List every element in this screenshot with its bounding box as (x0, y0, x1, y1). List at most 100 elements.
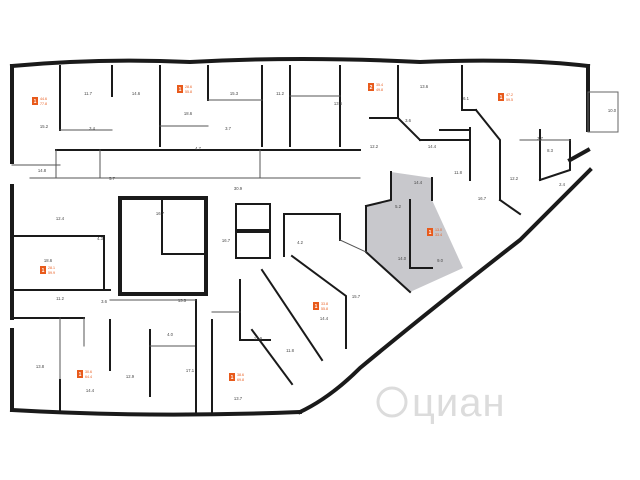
apartment-badges: 1 44.6 77.8 1 28.6 55.8 2 35.4 49.8 1 47… (32, 83, 513, 382)
room-area-label: 4.7 (195, 146, 201, 151)
badge-area-total: 33.4 (435, 233, 442, 237)
apartment-badge[interactable]: 1 28.6 55.8 (177, 85, 192, 94)
badge-rooms: 1 (231, 375, 234, 381)
badge-area-living: 47.2 (506, 93, 513, 97)
badge-marker (229, 373, 235, 381)
room-area-label: 15.7 (352, 294, 361, 299)
interior-walls (11, 65, 571, 413)
room-area-label: 3.6 (101, 299, 107, 304)
room-area-label: 14.4 (86, 388, 95, 393)
watermark-brand: циан (412, 381, 506, 425)
badge-marker (368, 83, 374, 91)
badge-rooms: 1 (500, 95, 503, 101)
badge-marker (498, 93, 504, 101)
room-area-label: 18.6 (44, 258, 53, 263)
room-area-label: 16.7 (156, 211, 165, 216)
badge-area-living: 28.6 (185, 85, 192, 89)
badge-rooms: 1 (79, 372, 82, 378)
badge-area-total: 64.4 (85, 375, 92, 379)
room-area-label: 14.6 (132, 91, 141, 96)
badge-rooms: 1 (34, 99, 37, 105)
room-area-label: 8.3 (547, 148, 553, 153)
apartment-badge[interactable]: 1 33.8 55.8 (313, 302, 328, 311)
room-area-label: 14.4 (320, 316, 329, 321)
room-area-label: 6.1 (463, 96, 469, 101)
room-area-label: 5.7 (109, 176, 115, 181)
apartment-badge[interactable]: 1 13.0 33.4 (427, 228, 442, 237)
room-area-label: 13.6 (334, 101, 343, 106)
exterior-walls (9, 57, 619, 417)
badge-area-total: 55.8 (321, 307, 328, 311)
apartment-badge[interactable]: 1 30.6 64.4 (77, 370, 92, 379)
badge-area-living: 44.6 (40, 97, 47, 101)
apartment-badge[interactable]: 1 44.6 77.8 (32, 97, 47, 106)
badge-area-total: 55.8 (185, 90, 192, 94)
badge-area-total: 49.8 (376, 88, 383, 92)
room-area-label: 4.0 (167, 332, 173, 337)
room-area-label: 14.4 (414, 180, 423, 185)
badge-area-living: 38.6 (237, 373, 244, 377)
badge-area-living: 30.6 (85, 370, 92, 374)
room-area-label: 13.6 (420, 84, 429, 89)
badge-rooms: 2 (370, 85, 373, 91)
room-area-label: 11.2 (276, 91, 285, 96)
room-area-label: 12.2 (510, 176, 519, 181)
elevator-shaft-2 (235, 231, 271, 259)
room-area-label: 12.2 (370, 144, 379, 149)
room-area-label: 9.0 (437, 258, 443, 263)
room-labels: 11.7 14.6 18.6 15.3 11.2 13.6 13.6 6.1 1… (36, 84, 617, 401)
badge-marker (313, 302, 319, 310)
room-area-label: 11.8 (286, 348, 295, 353)
badge-rooms: 1 (179, 87, 182, 93)
room-area-label: 12.4 (56, 216, 65, 221)
badge-marker (32, 97, 38, 105)
room-area-label: 13.5 (178, 298, 187, 303)
room-area-label: 30.9 (234, 186, 243, 191)
apartment-badge[interactable]: 1 28.1 59.9 (40, 266, 55, 275)
room-area-label: 16.7 (478, 196, 487, 201)
badge-rooms: 1 (429, 230, 432, 236)
badge-area-total: 59.5 (506, 98, 513, 102)
room-area-label: 3.6 (405, 118, 411, 123)
room-area-label: 3.7 (225, 126, 231, 131)
room-area-label: 11.7 (84, 91, 93, 96)
badge-area-total: 77.8 (40, 102, 47, 106)
room-area-label: 13.8 (36, 364, 45, 369)
badge-area-living: 35.4 (376, 83, 383, 87)
badge-rooms: 1 (42, 268, 45, 274)
room-area-label: 3.7 (537, 136, 543, 141)
room-area-label: 15.2 (40, 124, 49, 129)
room-area-label: 10.0 (608, 108, 617, 113)
room-area-label: 5.2 (395, 204, 401, 209)
badge-area-living: 33.8 (321, 302, 328, 306)
badge-marker (40, 266, 46, 274)
badge-area-total: 69.8 (237, 378, 244, 382)
balcony-right (587, 91, 619, 133)
apartment-badge[interactable]: 1 47.2 59.5 (498, 93, 513, 102)
room-area-label: 4.2 (297, 240, 303, 245)
room-area-label: 13.7 (234, 396, 243, 401)
room-area-label: 11.2 (56, 296, 65, 301)
watermark-logo-icon (376, 386, 408, 418)
room-area-label: 3.4 (89, 126, 95, 131)
badge-area-living: 28.1 (48, 266, 55, 270)
room-area-label: 12.9 (126, 374, 135, 379)
badge-marker (427, 228, 433, 236)
room-area-label: 14.4 (428, 144, 437, 149)
elevator-shaft-1 (235, 203, 271, 231)
room-area-label: 2.4 (559, 182, 565, 187)
watermark: циан (376, 381, 506, 425)
badge-area-total: 59.9 (48, 271, 55, 275)
apartment-badge[interactable]: 1 38.6 69.8 (229, 373, 244, 382)
room-area-label: 14.8 (38, 168, 47, 173)
badge-rooms: 1 (315, 304, 318, 310)
badge-area-living: 13.0 (435, 228, 442, 232)
apartment-badge[interactable]: 2 35.4 49.8 (368, 83, 383, 92)
room-area-label: 12.9 (254, 336, 263, 341)
room-area-label: 17.1 (186, 368, 195, 373)
room-area-label: 14.0 (398, 256, 407, 261)
highlighted-apartment[interactable] (366, 172, 463, 292)
badge-marker (77, 370, 83, 378)
room-area-label: 15.3 (230, 91, 239, 96)
